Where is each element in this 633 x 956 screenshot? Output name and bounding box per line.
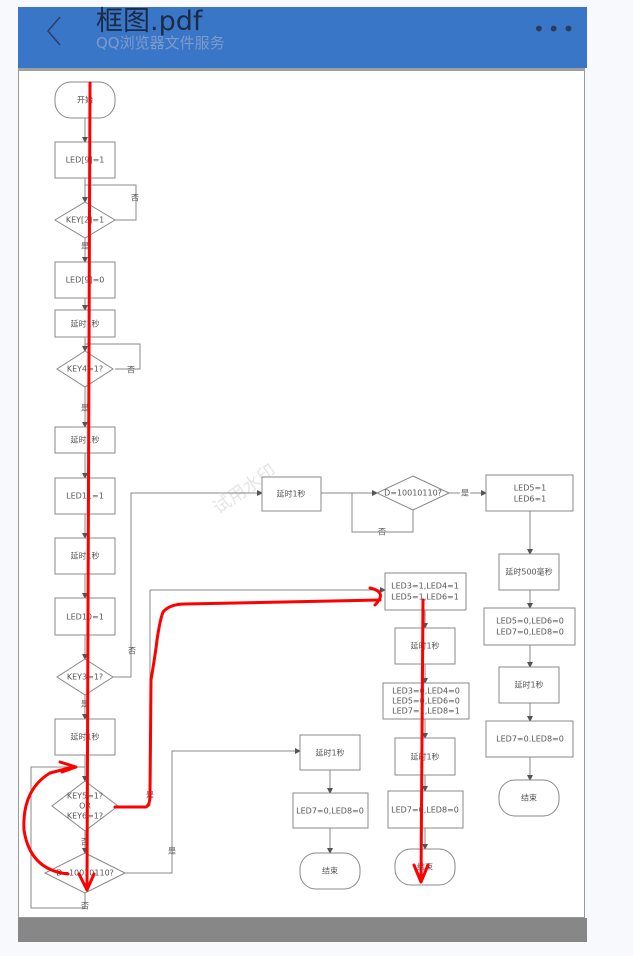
led56-on-node-line1: LED5=1 [514, 484, 547, 493]
back-icon[interactable] [40, 13, 70, 49]
no-label: 否 [128, 647, 136, 656]
delay-node: 延时1秒 [70, 551, 99, 561]
delay500-node: 延时500毫秒 [505, 567, 552, 577]
led9-on-node: LED[9]=1 [66, 156, 105, 165]
led78-off-node: LED7=0,LED8=0 [391, 806, 459, 815]
yes-label: 是 [81, 404, 89, 413]
led10-node: LED10=1 [66, 613, 104, 622]
bottom-bar [18, 918, 587, 942]
led3456-node-line2: LED5=1,LED6=1 [391, 593, 459, 602]
end-node: 结束 [322, 866, 338, 876]
key4-decision: KEY4=1? [67, 365, 103, 374]
key56-decision-line3: KEY6=1? [67, 812, 103, 821]
delay-node: 延时1秒 [410, 752, 439, 762]
delay-node: 延时1秒 [514, 680, 543, 690]
red-annotation [22, 81, 430, 892]
no-label: 否 [131, 194, 139, 203]
mix-node-line2: LED5=0,LED6=0 [392, 697, 460, 706]
yes-label: 是 [81, 242, 89, 251]
app-header: 框图.pdf QQ浏览器文件服务 ••• [18, 6, 587, 68]
start-node: 开始 [77, 95, 93, 105]
d-decision: D=10010110? [384, 489, 442, 498]
led3456-node-line1: LED3=1,LED4=1 [391, 582, 459, 591]
delay-node: 延时1秒 [315, 748, 344, 758]
no-label: 否 [81, 902, 89, 911]
yes-label: 是 [461, 489, 469, 498]
mix-node-line3: LED7=1,LED8=1 [392, 707, 460, 716]
key2-decision: KEY[2]=1 [66, 216, 104, 225]
file-title: 框图.pdf [96, 6, 203, 37]
led78-off-node: LED7=0.LED8=0 [496, 735, 564, 744]
key56-decision-line1: KEY5=1? [67, 792, 103, 801]
file-subtitle: QQ浏览器文件服务 [96, 34, 225, 52]
no-label: 否 [81, 838, 89, 847]
key3-decision: KEY3=1? [67, 673, 103, 682]
led11-node: LED11=1 [66, 492, 104, 501]
delay-node: 延时1秒 [70, 435, 99, 445]
d-decision: D=10010110? [56, 869, 114, 878]
key56-decision-line2: OR [79, 802, 91, 811]
delay-node: 延时1秒 [276, 489, 305, 499]
led-off-node-line1: LED5=0,LED6=0 [496, 617, 564, 626]
led78-off-node: LED7=0,LED8=0 [296, 807, 364, 816]
end-node: 结束 [417, 862, 433, 872]
delay-node: 延时1秒 [410, 641, 439, 651]
no-label: 否 [378, 528, 386, 537]
delay-node: 延时1秒 [70, 319, 99, 329]
no-label: 否 [127, 366, 135, 375]
yes-label: 是 [168, 847, 176, 856]
delay-node: 延时1秒 [70, 732, 99, 742]
led9-off-node: LED[9]=0 [66, 276, 105, 285]
led-off-node-line2: LED7=0,LED8=0 [496, 628, 564, 637]
end-node: 结束 [521, 793, 537, 803]
yes-label: 是 [81, 700, 89, 709]
mix-node-line1: LED3=0,LED4=0 [392, 687, 460, 696]
led56-on-node-line2: LED6=1 [514, 495, 547, 504]
more-icon[interactable]: ••• [533, 17, 578, 41]
